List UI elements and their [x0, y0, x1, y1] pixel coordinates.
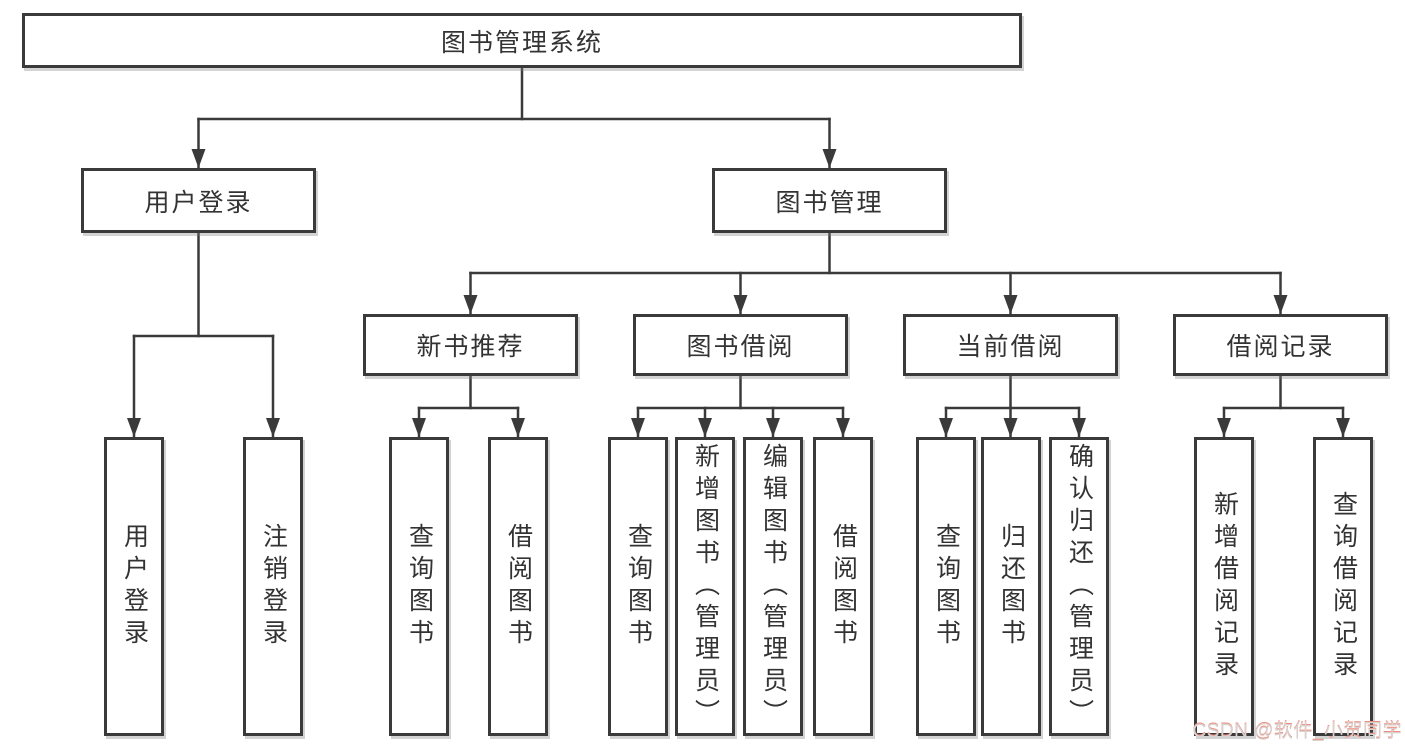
leaf-bor-add-book: 新增图书（管理员）: [675, 437, 735, 736]
leaf-bor-borrow-book-label: 借阅图书: [829, 522, 858, 651]
leaf-rec-borrow-book: 借阅图书: [488, 437, 548, 736]
leaf-user-login: 用户登录: [104, 437, 164, 736]
leaf-cur-return-book-label: 归还图书: [997, 522, 1026, 651]
node-root: 图书管理系统: [22, 13, 1022, 68]
node-user-login-label: 用户登录: [144, 188, 253, 217]
leaf-bor-edit-book-label: 编辑图书（管理员）: [759, 442, 788, 731]
node-new-book-rec-label: 新书推荐: [416, 333, 525, 361]
leaf-bor-query-book-label: 查询图书: [624, 522, 653, 651]
node-root-label: 图书管理系统: [440, 28, 603, 57]
connector-borrow-record-children: [1217, 373, 1350, 439]
leaf-bor-add-book-label: 新增图书（管理员）: [691, 442, 720, 731]
leaf-bor-edit-book: 编辑图书（管理员）: [743, 437, 803, 736]
leaf-rec-query-book: 查询图书: [389, 437, 449, 736]
leaf-cur-query-book-label: 查询图书: [932, 522, 961, 651]
leaf-cur-query-book: 查询图书: [916, 437, 976, 736]
node-book-mgmt: 图书管理: [712, 168, 947, 233]
leaf-cur-confirm-return: 确认归还（管理员）: [1049, 437, 1109, 736]
connector-current-borrow-children: [939, 373, 1086, 439]
leaf-logout-label: 注销登录: [259, 522, 288, 651]
connector-book-mgmt-to-level3: [463, 231, 1288, 316]
leaf-rcd-query-record-label: 查询借阅记录: [1329, 490, 1358, 683]
connector-book-borrow-children: [631, 373, 850, 439]
node-user-login: 用户登录: [81, 168, 316, 233]
node-book-mgmt-label: 图书管理: [775, 188, 884, 217]
leaf-rec-query-book-label: 查询图书: [405, 522, 434, 651]
connector-new-book-rec-children: [412, 373, 525, 439]
leaf-bor-borrow-book: 借阅图书: [813, 437, 873, 736]
node-current-borrow: 当前借阅: [903, 314, 1118, 376]
leaf-rec-borrow-book-label: 借阅图书: [504, 522, 533, 651]
leaf-rcd-query-record: 查询借阅记录: [1313, 437, 1373, 736]
leaf-rcd-add-record-label: 新增借阅记录: [1210, 490, 1239, 683]
node-borrow-record-label: 借阅记录: [1226, 333, 1335, 361]
leaf-user-login-label: 用户登录: [120, 522, 149, 651]
leaf-logout: 注销登录: [243, 437, 303, 736]
node-book-borrow-label: 图书借阅: [686, 333, 795, 361]
node-new-book-rec: 新书推荐: [363, 314, 578, 376]
node-borrow-record: 借阅记录: [1173, 314, 1388, 376]
node-book-borrow: 图书借阅: [633, 314, 848, 376]
leaf-bor-query-book: 查询图书: [608, 437, 668, 736]
leaf-cur-confirm-return-label: 确认归还（管理员）: [1065, 442, 1094, 731]
csdn-watermark: CSDN @软件_小贺同学: [1192, 721, 1402, 742]
leaf-rcd-add-record: 新增借阅记录: [1194, 437, 1254, 736]
node-current-borrow-label: 当前借阅: [956, 333, 1065, 361]
leaf-cur-return-book: 归还图书: [981, 437, 1041, 736]
connector-user-login-children: [127, 231, 280, 439]
connector-root-to-level2: [191, 66, 837, 170]
